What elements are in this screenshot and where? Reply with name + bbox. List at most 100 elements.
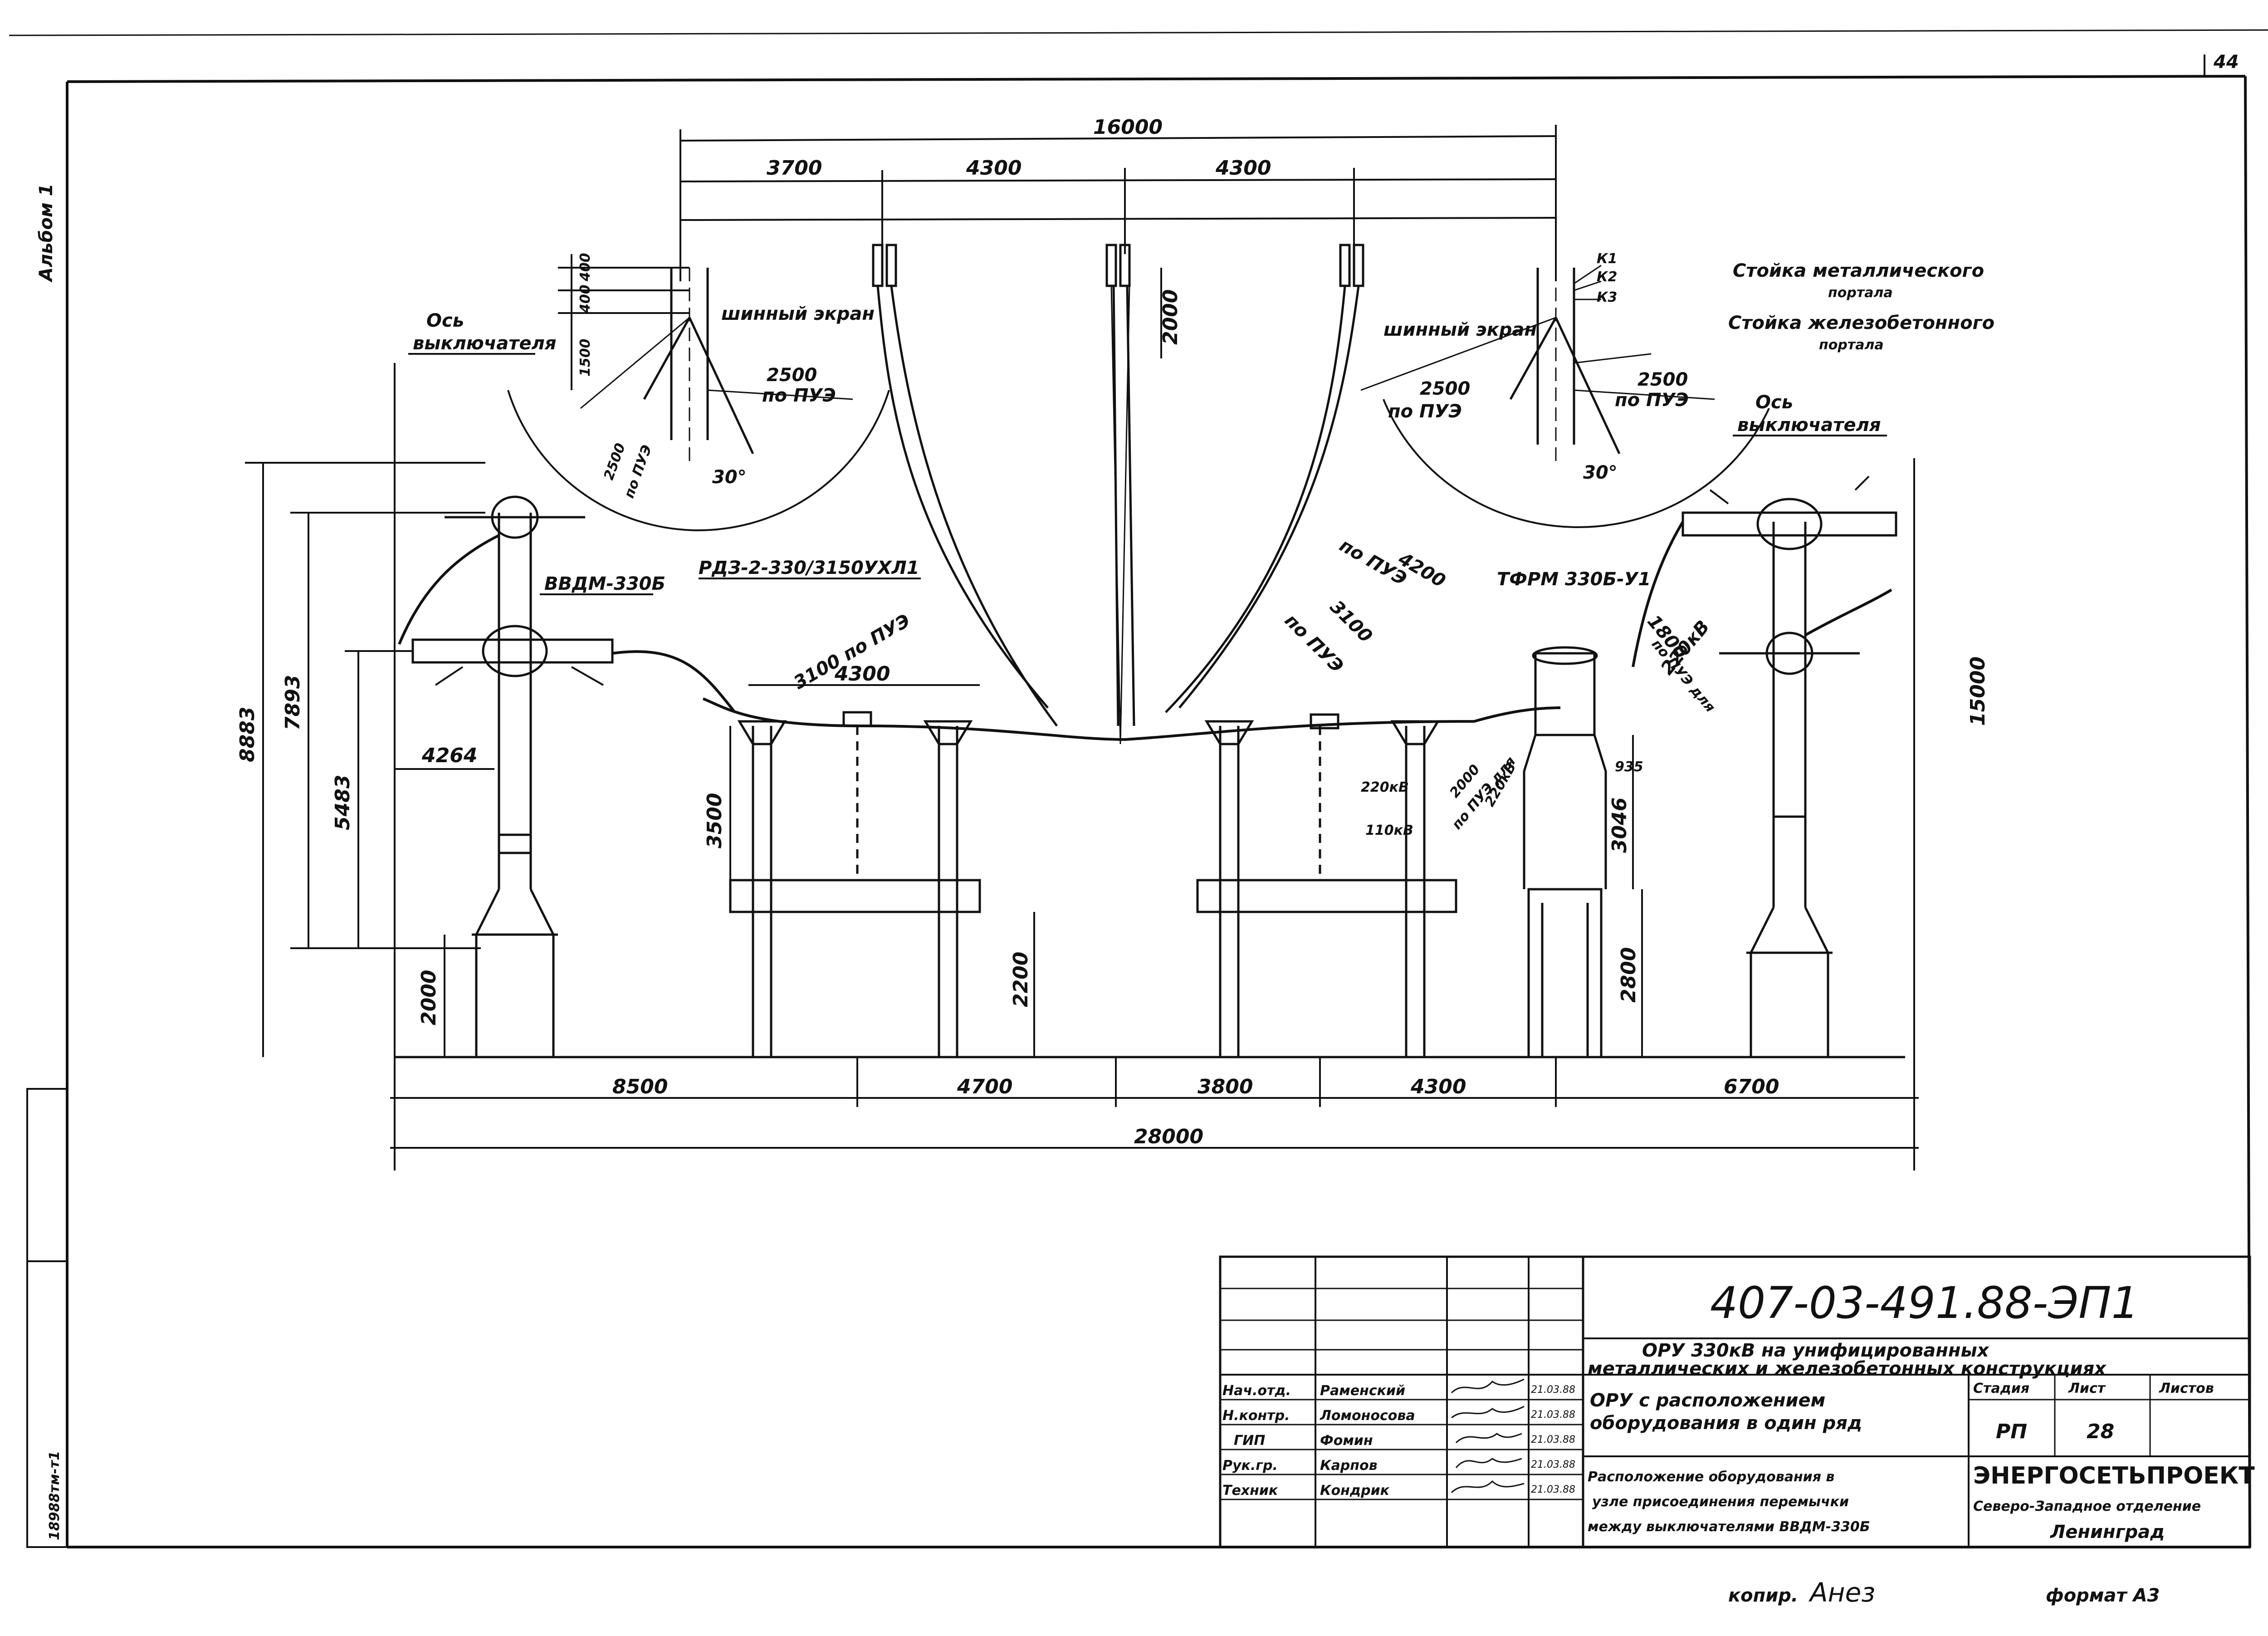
signature-name: Кондрик: [1320, 1483, 1390, 1499]
disconnector-rdz-right: [1196, 713, 1457, 1057]
sheet-header: Лист: [2068, 1381, 2106, 1396]
dim-400b: 400: [577, 284, 593, 313]
pue-2500-l2: 2500: [601, 441, 629, 482]
dim-bottom-total: 28000: [1134, 1125, 1203, 1148]
pue-2500-r1: 2500: [1420, 378, 1470, 399]
signature-date: 21.03.88: [1531, 1459, 1575, 1470]
dim-bottom-seg-2: 4700: [957, 1075, 1012, 1098]
stage-header: Стадия: [1973, 1381, 2029, 1396]
pue-2500-r2: 2500: [1637, 369, 1688, 390]
dim-top-seg-1: 3700: [767, 157, 822, 180]
signature-row: ГИП Фомин 21.03.88: [1234, 1433, 1575, 1449]
signature-row: Н.контр. Ломоносова 21.03.88: [1222, 1406, 1575, 1424]
label-tfrm: ТФРМ 330Б-У1: [1497, 569, 1651, 590]
signature-role: Нач.отд.: [1222, 1383, 1291, 1399]
right-portal-column: [1360, 265, 1770, 528]
section-line-1: ОРУ с расположением: [1590, 1390, 1825, 1411]
label-axis-left-1: Ось: [426, 310, 464, 331]
dim-7893: 7893: [281, 675, 304, 730]
dim-3046: 3046: [1608, 798, 1631, 853]
label-shield-right: шинный экран: [1383, 319, 1537, 340]
dim-2800: 2800: [1617, 947, 1640, 1003]
label-angle-right: 30°: [1583, 462, 1618, 483]
pue-2500-r2-sub: по ПУЭ: [1615, 390, 1689, 411]
org-line-2: Северо-Западное отделение: [1973, 1499, 2201, 1514]
dim-top-seg-3: 4300: [1215, 157, 1271, 180]
label-shield-left: шинный экран: [721, 304, 875, 324]
title-block-grid: [1219, 1255, 2251, 1548]
signature-row: Рук.гр. Карпов 21.03.88: [1222, 1458, 1575, 1474]
label-metal-portal-2: портала: [1828, 285, 1893, 301]
signature-date: 21.03.88: [1531, 1434, 1575, 1445]
signature-date: 21.03.88: [1531, 1384, 1575, 1396]
sheet-title-line-3: между выключателями ВВДМ-330Б: [1588, 1519, 1870, 1535]
signature-row: Техник Кондрик 21.03.88: [1222, 1480, 1575, 1499]
insulator-strings: [872, 244, 1364, 745]
label-axis-right-1: Ось: [1755, 392, 1793, 413]
dim-935: 935: [1615, 759, 1643, 775]
signature-date: 21.03.88: [1531, 1484, 1575, 1495]
signature-role: Рук.гр.: [1222, 1458, 1278, 1474]
signature-mark: [1451, 1378, 1525, 1394]
signature-role: ГИП: [1234, 1433, 1265, 1449]
sheet-title-line-1: Расположение оборудования в: [1588, 1469, 1834, 1485]
pue-2500-r1-sub: по ПУЭ: [1388, 401, 1462, 422]
project-line-1: ОРУ 330кВ на унифицированных: [1642, 1340, 1989, 1361]
label-axis-left-2: выключателя: [413, 333, 557, 354]
stage-value: РП: [1996, 1420, 2027, 1443]
label-concrete-portal-2: портала: [1819, 337, 1884, 353]
footer-format: формат А3: [2046, 1585, 2160, 1606]
dim-bottom-seg-3: 3800: [1198, 1075, 1253, 1098]
signature-name: Фомин: [1320, 1433, 1373, 1449]
section-line-2: оборудования в один ряд: [1590, 1413, 1862, 1434]
label-concrete-portal-1: Стойка железобетонного: [1728, 313, 1994, 333]
label-k3: К3: [1597, 289, 1617, 305]
dim-400a: 400: [577, 253, 593, 282]
sheet-value: 28: [2087, 1420, 2114, 1443]
dim-top-seg-2: 4300: [966, 157, 1022, 180]
signature-mark: [1451, 1406, 1525, 1419]
label-axis-right-2: выключателя: [1737, 415, 1881, 436]
dim-4264: 4264: [421, 744, 477, 767]
top-dimensions: [558, 125, 1557, 390]
label-k1: К1: [1597, 251, 1617, 267]
label-110kv: 110кВ: [1365, 823, 1413, 838]
dim-5483: 5483: [331, 775, 354, 830]
disconnector-rdz: [729, 711, 981, 1057]
dim-top-total: 16000: [1093, 116, 1163, 139]
left-portal-column: [507, 268, 890, 531]
label-angle-left: 30°: [712, 467, 747, 488]
sheet-number: 44: [2213, 52, 2239, 73]
label-rdz: РДЗ-2-330/3150УХЛ1: [699, 558, 919, 578]
org-line-3: Ленинград: [2050, 1522, 2165, 1543]
label-220kv-a: 220кВ: [1361, 779, 1409, 795]
signature-date: 21.03.88: [1531, 1409, 1575, 1420]
sheets-header: Листов: [2159, 1381, 2214, 1396]
pue-2500-l1: 2500: [767, 365, 817, 386]
label-metal-portal-1: Стойка металлического: [1733, 260, 1984, 281]
dim-1500: 1500: [577, 339, 593, 377]
signature-role: Н.контр.: [1222, 1408, 1290, 1424]
dim-2200: 2200: [1009, 952, 1032, 1007]
signature-mark: [1455, 1433, 1522, 1444]
signature-mark: [1455, 1458, 1522, 1468]
dim-3500: 3500: [703, 793, 726, 848]
bottom-dimensions: [390, 1057, 1919, 1171]
signature-name: Карпов: [1320, 1458, 1378, 1474]
project-line-2: металлических и железобетонных конструкц…: [1588, 1358, 2107, 1379]
ground-and-dims: [245, 363, 1915, 1058]
busbar-wire: [702, 697, 1561, 741]
archive-number: 18988тм-т1: [47, 1451, 63, 1540]
dim-15000: 15000: [1966, 656, 1989, 726]
label-k2: К2: [1597, 269, 1617, 285]
label-vvdm: ВВДМ-330Б: [544, 573, 665, 594]
signature-name: Ломоносова: [1320, 1408, 1415, 1424]
doc-code: 407-03-491.88-ЭП1: [1710, 1278, 2139, 1328]
dim-bottom-seg-5: 6700: [1724, 1075, 1779, 1098]
sheet-title-line-2: узле присоединения перемычки: [1592, 1494, 1849, 1510]
dim-2000-top: 2000: [1159, 289, 1182, 345]
pue-3100b: 3100: [1326, 597, 1376, 647]
footer-copied: копир.: [1728, 1585, 1798, 1606]
album-label: Альбом 1: [36, 184, 57, 283]
